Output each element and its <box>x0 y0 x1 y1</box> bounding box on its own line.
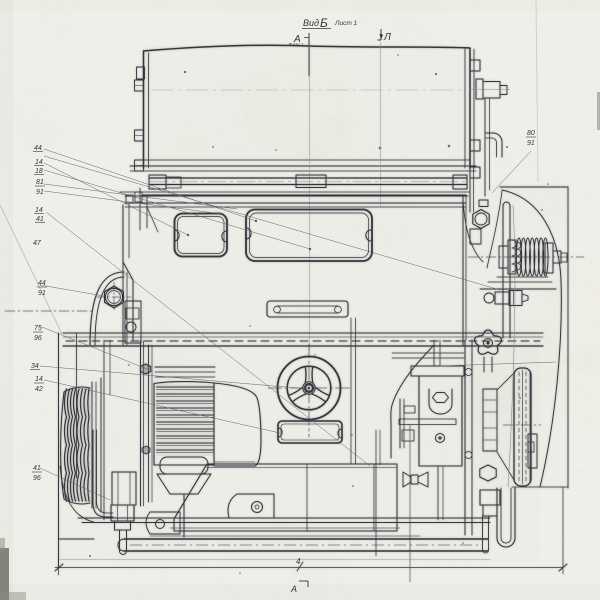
svg-text:18: 18 <box>35 168 43 175</box>
svg-text:14: 14 <box>35 207 43 214</box>
svg-text:44: 44 <box>34 145 42 152</box>
svg-text:80: 80 <box>527 130 535 137</box>
svg-text:Вид: Вид <box>303 18 319 28</box>
svg-text:81: 81 <box>36 179 44 186</box>
svg-text:96: 96 <box>33 475 41 482</box>
svg-text:Л: Л <box>383 32 391 43</box>
svg-text:41: 41 <box>33 465 41 472</box>
svg-text:96: 96 <box>34 335 42 342</box>
svg-text:Б: Б <box>320 16 328 30</box>
svg-text:Лист 1: Лист 1 <box>334 20 358 27</box>
svg-text:14: 14 <box>35 376 43 383</box>
svg-text:75: 75 <box>34 325 42 332</box>
svg-text:91: 91 <box>38 290 46 297</box>
svg-text:44: 44 <box>38 280 46 287</box>
svg-text:91: 91 <box>36 189 44 196</box>
svg-text:Лист 1: Лист 1 <box>287 42 304 47</box>
svg-text:А: А <box>293 34 301 45</box>
svg-text:14: 14 <box>35 159 43 166</box>
svg-text:41: 41 <box>36 216 44 223</box>
svg-text:А: А <box>290 584 297 594</box>
svg-text:47: 47 <box>33 240 42 247</box>
svg-text:42: 42 <box>35 386 43 393</box>
svg-text:34: 34 <box>31 363 39 370</box>
svg-text:91: 91 <box>527 140 535 147</box>
svg-text:4: 4 <box>296 557 301 566</box>
